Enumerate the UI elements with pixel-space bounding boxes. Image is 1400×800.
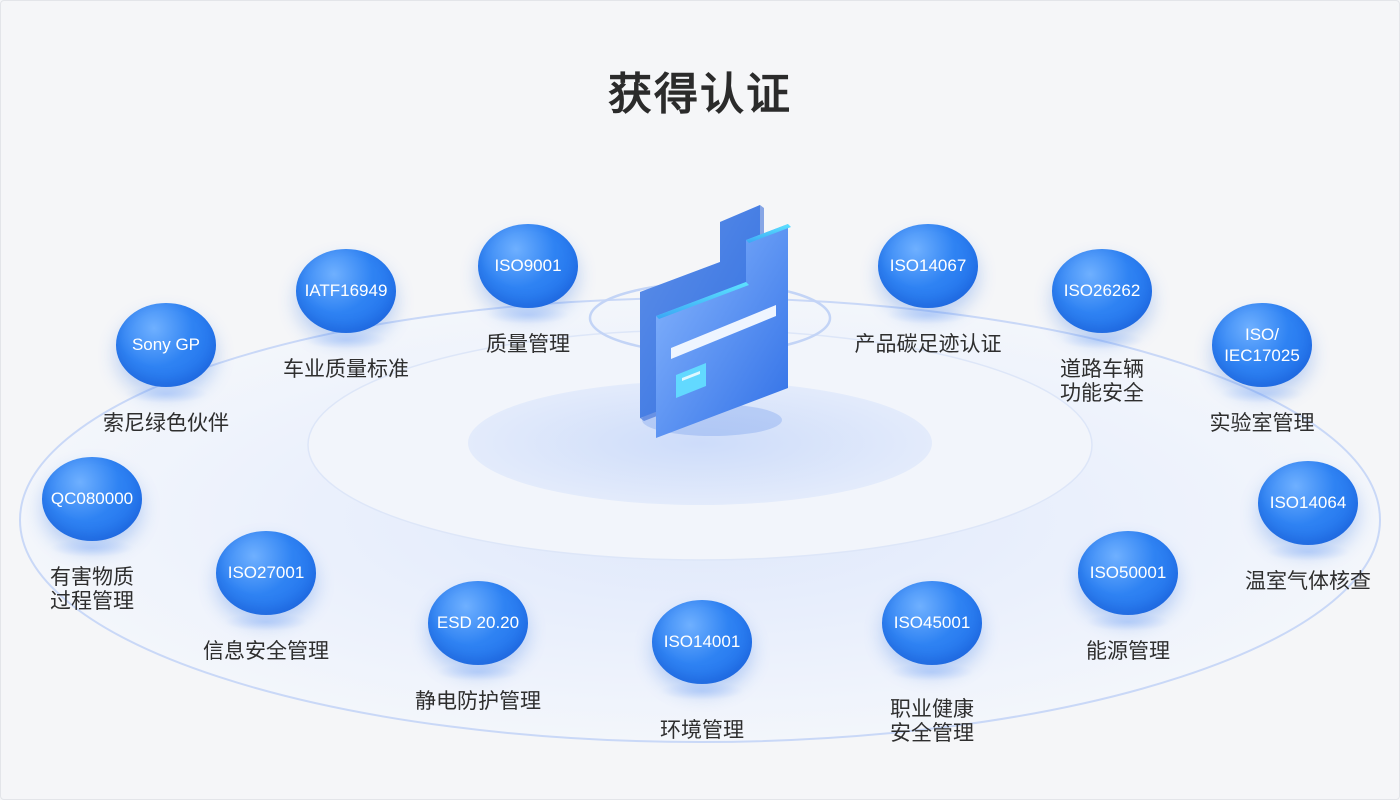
certificate-folder-icon xyxy=(640,205,791,438)
cert-label: 静电防护管理 xyxy=(415,689,541,713)
bubble-reflection xyxy=(50,538,134,557)
cert-code: ISO9001 xyxy=(478,224,578,308)
cert-code: ISO26262 xyxy=(1052,249,1152,333)
cert-label: 有害物质 过程管理 xyxy=(50,565,134,613)
cert-code: ISO14064 xyxy=(1258,461,1358,545)
cert-iso14001: ISO14001 环境管理 xyxy=(652,600,752,742)
cert-iso14067: ISO14067 产品碳足迹认证 xyxy=(855,224,1002,356)
page-title: 获得认证 xyxy=(608,69,792,120)
cert-code: Sony GP xyxy=(116,303,216,387)
cert-code: ISO14067 xyxy=(878,224,978,308)
cert-esd2020: ESD 20.20 静电防护管理 xyxy=(415,581,541,713)
bubble-reflection xyxy=(124,384,208,403)
cert-code: ISO50001 xyxy=(1078,531,1178,615)
bubble-reflection xyxy=(1266,542,1350,561)
cert-code: ISO14001 xyxy=(652,600,752,684)
bubble-reflection xyxy=(660,681,744,700)
cert-iso50001: ISO50001 能源管理 xyxy=(1078,531,1178,663)
bubble-reflection xyxy=(1220,384,1304,403)
cert-sony-gp: Sony GP 索尼绿色伙伴 xyxy=(103,303,229,435)
cert-label: 温室气体核查 xyxy=(1245,569,1371,593)
cert-iatf16949: IATF16949 车业质量标准 xyxy=(283,249,409,381)
cert-code: IATF16949 xyxy=(296,249,396,333)
cert-code: ISO27001 xyxy=(216,531,316,615)
cert-qc080000: QC080000 有害物质 过程管理 xyxy=(42,457,142,613)
cert-label: 能源管理 xyxy=(1086,639,1170,663)
bubble-reflection xyxy=(304,330,388,349)
cert-iso26262: ISO26262 道路车辆 功能安全 xyxy=(1052,249,1152,405)
bubble-reflection xyxy=(1060,330,1144,349)
cert-iso14064: ISO14064 温室气体核查 xyxy=(1245,461,1371,593)
cert-label: 信息安全管理 xyxy=(203,639,329,663)
bubble-reflection xyxy=(436,662,520,681)
cert-code: ESD 20.20 xyxy=(428,581,528,665)
cert-code: QC080000 xyxy=(42,457,142,541)
cert-iso45001: ISO45001 职业健康 安全管理 xyxy=(882,581,982,745)
cert-label: 职业健康 安全管理 xyxy=(890,697,974,745)
cert-iso27001: ISO27001 信息安全管理 xyxy=(203,531,329,663)
inner-platform xyxy=(468,381,932,505)
cert-label: 索尼绿色伙伴 xyxy=(103,411,229,435)
cert-label: 车业质量标准 xyxy=(283,357,409,381)
cert-label: 环境管理 xyxy=(660,718,744,742)
bubble-reflection xyxy=(890,662,974,681)
bubble-reflection xyxy=(486,305,570,324)
cert-code: ISO45001 xyxy=(882,581,982,665)
cert-iso-iec17025: ISO/ IEC17025 实验室管理 xyxy=(1210,303,1315,435)
cert-label: 质量管理 xyxy=(486,332,570,356)
cert-label: 实验室管理 xyxy=(1209,411,1315,435)
bubble-reflection xyxy=(1086,612,1170,631)
cert-iso9001: ISO9001 质量管理 xyxy=(478,224,578,356)
cert-label: 道路车辆 功能安全 xyxy=(1060,357,1144,405)
cert-code: ISO/ IEC17025 xyxy=(1212,303,1312,387)
cert-label: 产品碳足迹认证 xyxy=(854,332,1002,356)
bubble-reflection xyxy=(886,305,970,324)
bubble-reflection xyxy=(224,612,308,631)
